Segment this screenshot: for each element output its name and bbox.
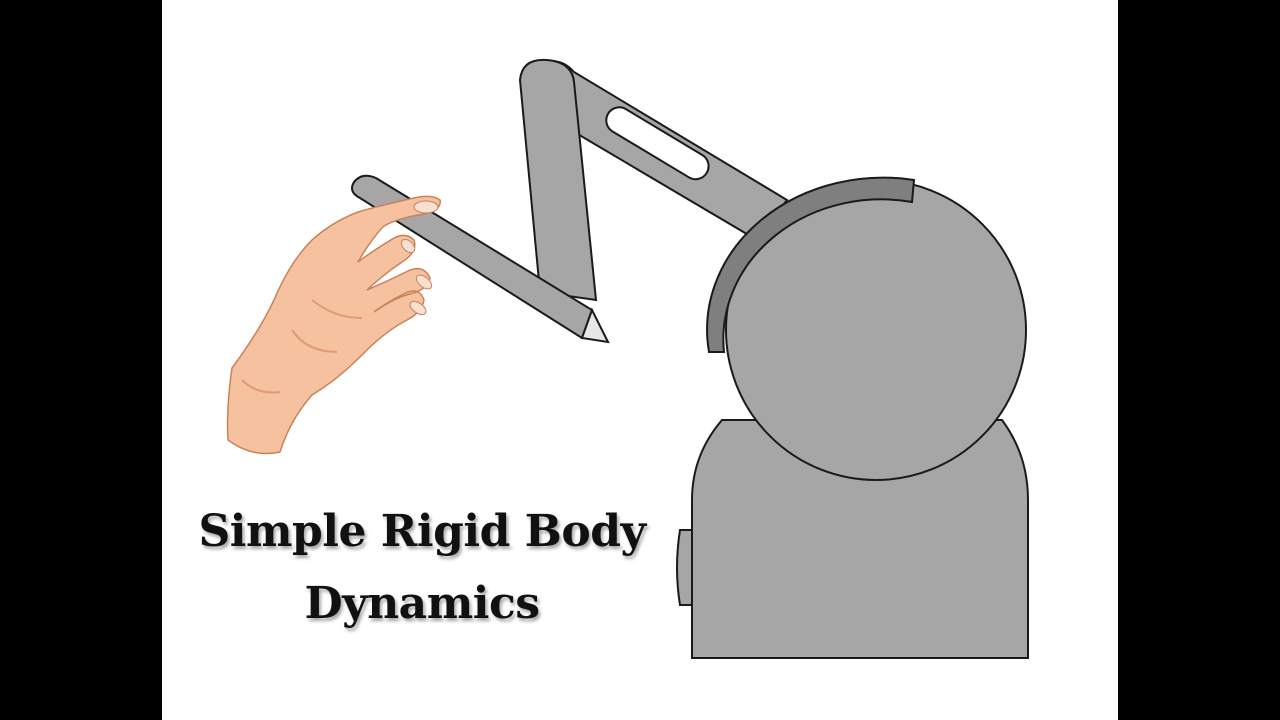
stylus-tip bbox=[580, 307, 610, 344]
shoulder-ring bbox=[706, 176, 916, 353]
arm-slot bbox=[605, 106, 710, 181]
title-line-2: Dynamics bbox=[304, 578, 540, 629]
hand-icon bbox=[226, 195, 441, 455]
slide: Simple Rigid Body Dynamics bbox=[162, 0, 1118, 720]
robot-side-connector bbox=[676, 529, 693, 606]
robot-base bbox=[691, 419, 1029, 659]
robot-arm-illustration bbox=[226, 58, 1029, 659]
forearm-link bbox=[518, 58, 598, 302]
slide-title: Simple Rigid Body Dynamics bbox=[192, 496, 652, 640]
title-line-1: Simple Rigid Body bbox=[198, 506, 646, 557]
